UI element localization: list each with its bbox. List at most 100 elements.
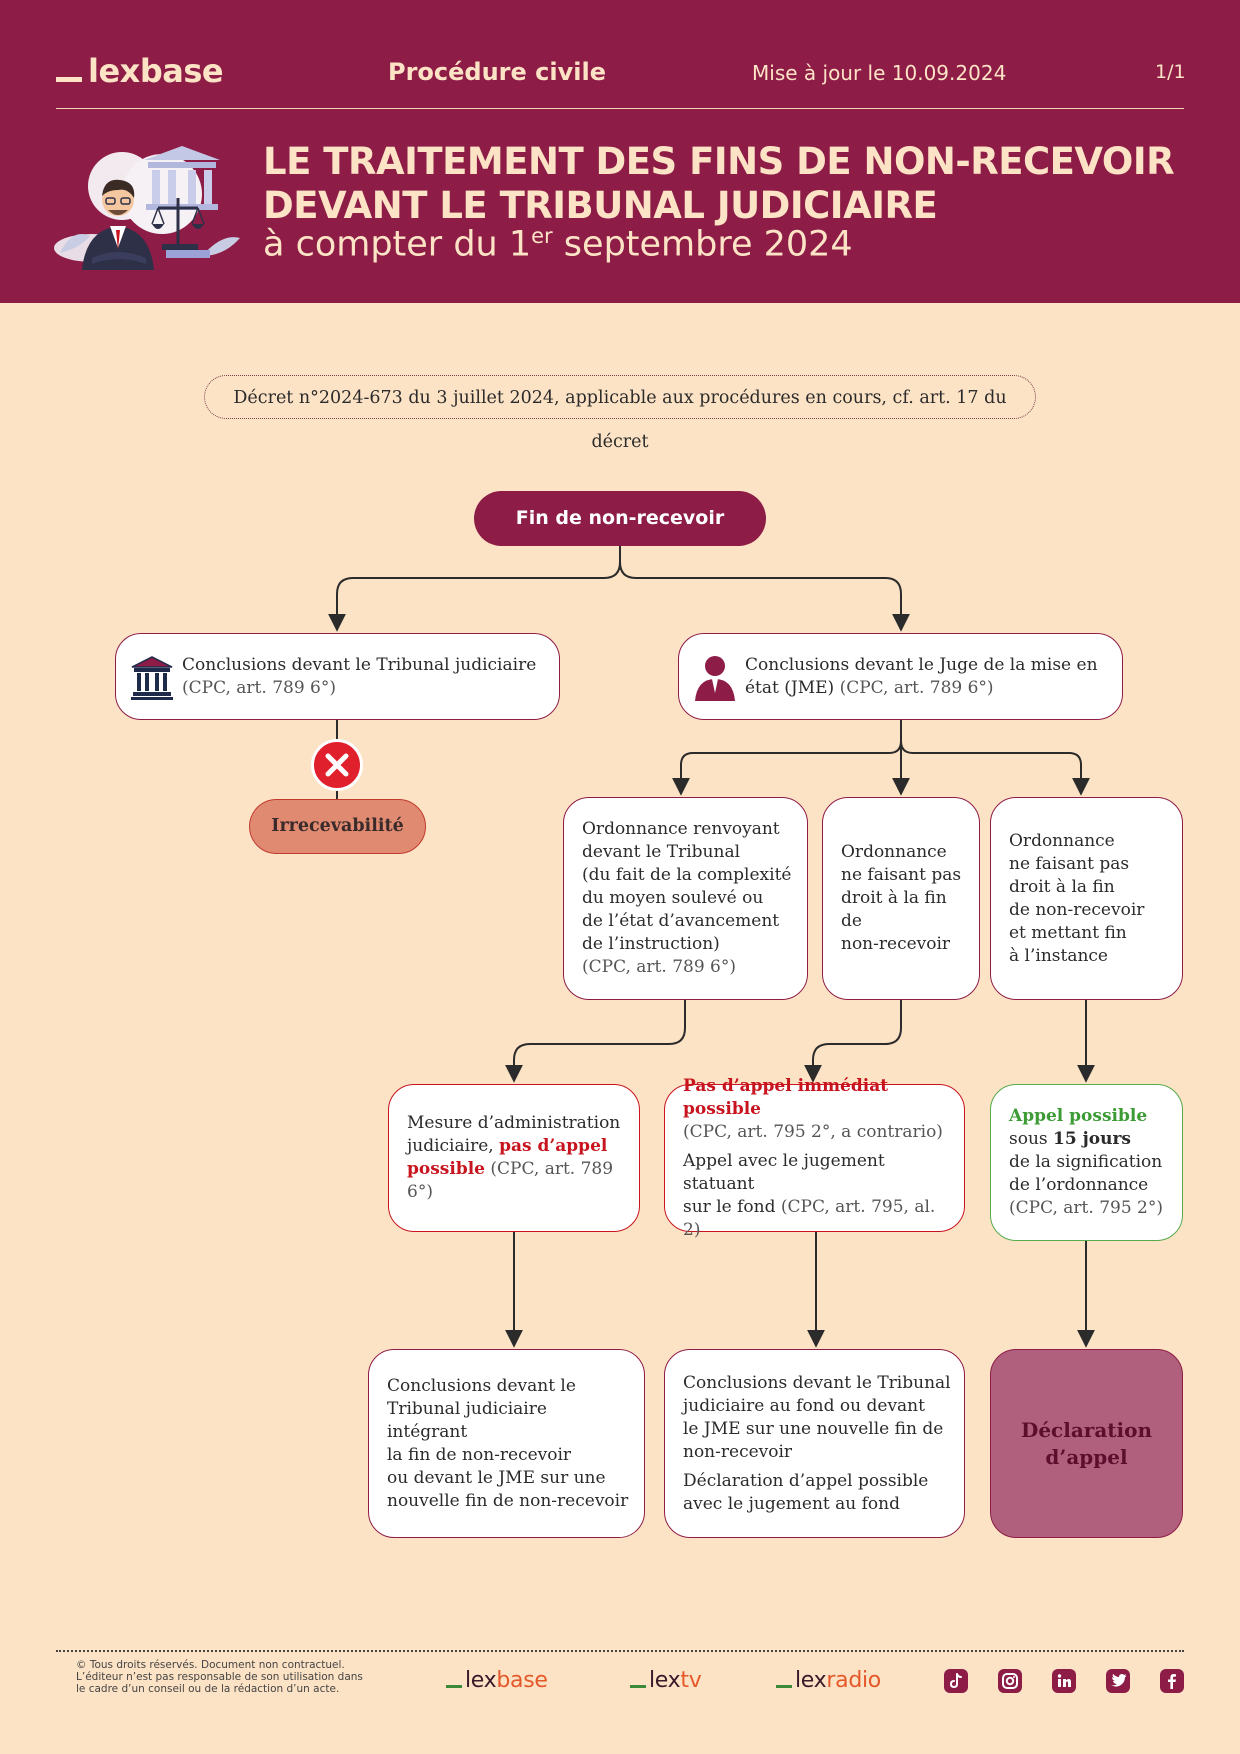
brand-suffix: radio bbox=[826, 1668, 881, 1693]
brand-prefix: lex bbox=[649, 1668, 681, 1693]
conclusions-fond-node: Conclusions devant le Tribunal judiciair… bbox=[664, 1349, 965, 1538]
brand-prefix: lex bbox=[795, 1668, 827, 1693]
jme-conclusions-node: Conclusions devant le Juge de la mise en… bbox=[678, 633, 1123, 720]
judge-person-icon bbox=[695, 655, 735, 701]
update-date: Mise à jour le 10.09.2024 bbox=[752, 61, 1007, 85]
conclusions-tribunal-integrant-text: Conclusions devant le Tribunal judiciair… bbox=[369, 1375, 644, 1513]
renvoi-line: de l’instruction) bbox=[582, 934, 720, 954]
lexradio-footer-logo[interactable]: lexradio bbox=[776, 1668, 881, 1693]
mesure-administration-node: Mesure d’administration judiciaire, pas … bbox=[388, 1084, 640, 1232]
subtitle-sup: er bbox=[531, 224, 553, 248]
pas-appel-immediat-label: Pas d’appel immédiat possible bbox=[683, 1075, 889, 1119]
lextv-footer-logo[interactable]: lextv bbox=[630, 1668, 702, 1693]
ordonnance-non-droit-text: Ordonnance ne faisant pas droit à la fin… bbox=[823, 841, 979, 956]
irrecevabilite-node: Irrecevabilité bbox=[249, 799, 426, 854]
ordonnance-renvoi-text: Ordonnance renvoyant devant le Tribunal … bbox=[564, 818, 801, 979]
appel-delay-line: sous bbox=[1009, 1129, 1054, 1149]
legal-line: © Tous droits réservés. Document non con… bbox=[76, 1659, 345, 1671]
concl-left-line: Tribunal judiciaire intégrant bbox=[387, 1398, 547, 1442]
legal-line: le cadre d’un conseil ou de la rédaction… bbox=[76, 1683, 340, 1695]
ordonnance-renvoi-node: Ordonnance renvoyant devant le Tribunal … bbox=[563, 797, 808, 1000]
fin-instance-line: à l’instance bbox=[1009, 945, 1108, 966]
tiktok-icon[interactable] bbox=[944, 1669, 968, 1693]
renvoi-line: Ordonnance renvoyant bbox=[582, 819, 780, 839]
concl-left-line: ou devant le JME sur une bbox=[387, 1467, 606, 1488]
appel-possible-text: Appel possible sous 15 jours de la signi… bbox=[991, 1105, 1175, 1220]
linkedin-icon[interactable] bbox=[1052, 1669, 1076, 1693]
concl-left-line: nouvelle fin de non-recevoir bbox=[387, 1490, 629, 1511]
concl-mid-line: le JME sur une nouvelle fin de bbox=[683, 1418, 944, 1439]
appel-delay-value: 15 jours bbox=[1053, 1129, 1131, 1149]
instagram-icon[interactable] bbox=[998, 1669, 1022, 1693]
fin-instance-line: ne faisant pas bbox=[1009, 853, 1130, 874]
appel-possible-node: Appel possible sous 15 jours de la signi… bbox=[990, 1084, 1183, 1241]
legal-line: L’éditeur n’est pas responsable de son u… bbox=[76, 1671, 363, 1683]
mesure-line: judiciaire, bbox=[407, 1136, 500, 1156]
appel-possible-label: Appel possible bbox=[1009, 1106, 1148, 1126]
mesure-administration-text: Mesure d’administration judiciaire, pas … bbox=[389, 1112, 639, 1204]
appel-line: de l’ordonnance bbox=[1009, 1175, 1149, 1195]
lexbase-logo[interactable]: lexbase bbox=[56, 52, 224, 90]
appel-jugement-line: sur le fond bbox=[683, 1196, 781, 1217]
renvoi-ref: (CPC, art. 789 6°) bbox=[582, 957, 736, 977]
conclusions-tribunal-integrant-node: Conclusions devant le Tribunal judiciair… bbox=[368, 1349, 645, 1538]
appel-ref: (CPC, art. 795 2°) bbox=[1009, 1198, 1163, 1218]
fin-instance-line: et mettant fin bbox=[1009, 922, 1127, 943]
legal-notice: © Tous droits réservés. Document non con… bbox=[76, 1659, 406, 1695]
mesure-ref: (CPC, art. 789 6°) bbox=[407, 1159, 614, 1202]
lexbase-footer-logo[interactable]: lexbase bbox=[446, 1668, 548, 1693]
renvoi-line: du moyen soulevé ou bbox=[582, 888, 764, 908]
title-line-1: LE TRAITEMENT DES FINS DE NON-RECEVOIR bbox=[263, 140, 1175, 183]
reject-x-icon bbox=[311, 739, 363, 791]
non-droit-line: ne faisant pas bbox=[841, 865, 962, 885]
pas-appel-label: pas d’appel bbox=[499, 1136, 608, 1156]
concl-left-line: la fin de non-recevoir bbox=[387, 1444, 572, 1465]
pas-appel-immediat-text: Pas d’appel immédiat possible (CPC, art.… bbox=[665, 1075, 964, 1242]
fin-de-non-recevoir-node: Fin de non-recevoir bbox=[474, 491, 766, 546]
appel-jugement-line: Appel avec le jugement statuant bbox=[683, 1150, 885, 1194]
concl-mid-line: non-recevoir bbox=[683, 1441, 793, 1462]
non-droit-line: droit à la fin de bbox=[841, 888, 947, 931]
declaration-appel-node: Déclaration d’appel bbox=[990, 1349, 1183, 1538]
appel-line: de la signification bbox=[1009, 1152, 1163, 1172]
page-title: LE TRAITEMENT DES FINS DE NON-RECEVOIR D… bbox=[263, 140, 1175, 228]
tribunal-conclusions-label: Conclusions devant le Tribunal judiciair… bbox=[182, 654, 537, 675]
concl-mid-line: Déclaration d’appel possible bbox=[683, 1470, 929, 1491]
concl-mid-line: judiciaire au fond ou devant bbox=[683, 1395, 925, 1416]
pas-appel-immediat-node: Pas d’appel immédiat possible (CPC, art.… bbox=[664, 1076, 965, 1240]
renvoi-line: de l’état d’avancement bbox=[582, 911, 780, 931]
category-label: Procédure civile bbox=[388, 58, 606, 86]
declaration-line: Déclaration bbox=[1020, 1417, 1152, 1442]
twitter-icon[interactable] bbox=[1106, 1669, 1130, 1693]
declaration-line: d’appel bbox=[1045, 1444, 1128, 1469]
renvoi-line: (du fait de la complexité bbox=[582, 865, 792, 885]
decree-reference: Décret n°2024-673 du 3 juillet 2024, app… bbox=[204, 375, 1036, 452]
concl-mid-line: Conclusions devant le Tribunal bbox=[683, 1372, 951, 1393]
jme-conclusions-ref: (CPC, art. 789 6°) bbox=[834, 677, 994, 698]
renvoi-line: devant le Tribunal bbox=[582, 842, 741, 862]
courthouse-icon bbox=[131, 655, 173, 700]
header-banner: lexbase Procédure civile Mise à jour le … bbox=[0, 0, 1240, 303]
page-number: 1/1 bbox=[1155, 61, 1186, 83]
ordonnance-fin-instance-text: Ordonnance ne faisant pas droit à la fin… bbox=[991, 830, 1154, 968]
facebook-icon[interactable] bbox=[1160, 1669, 1184, 1693]
non-droit-line: Ordonnance bbox=[841, 842, 947, 862]
fin-instance-line: Ordonnance bbox=[1009, 830, 1115, 851]
fin-instance-line: de non-recevoir bbox=[1009, 899, 1145, 920]
tribunal-conclusions-ref: (CPC, art. 789 6°) bbox=[182, 677, 336, 698]
page-subtitle: à compter du 1er septembre 2024 bbox=[263, 224, 853, 265]
header-divider bbox=[56, 108, 1184, 109]
lawyer-court-illustration-icon bbox=[54, 146, 240, 270]
jme-conclusions-text: Conclusions devant le Juge de la mise en… bbox=[745, 654, 1122, 700]
subtitle-date: septembre 2024 bbox=[552, 224, 853, 265]
subtitle-text: à compter du 1 bbox=[263, 224, 532, 265]
appel-jugement-ref: (CPC, art. 795, al. 2) bbox=[683, 1196, 936, 1240]
brand-suffix: tv bbox=[680, 1668, 702, 1693]
pas-appel-label: possible bbox=[407, 1159, 485, 1179]
conclusions-fond-text: Conclusions devant le Tribunal judiciair… bbox=[665, 1372, 963, 1516]
tribunal-conclusions-text: Conclusions devant le Tribunal judiciair… bbox=[182, 654, 559, 700]
mesure-line: Mesure d’administration bbox=[407, 1113, 621, 1133]
concl-left-line: Conclusions devant le bbox=[387, 1375, 576, 1396]
fin-instance-line: droit à la fin bbox=[1009, 876, 1115, 897]
